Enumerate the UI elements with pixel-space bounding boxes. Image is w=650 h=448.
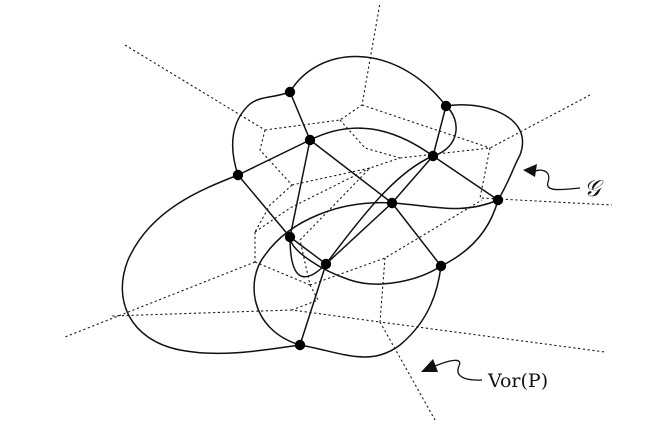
- graph-label-pointer: [532, 169, 581, 191]
- voronoi-label: Vor(P): [487, 370, 548, 392]
- graph-edge: [231, 55, 457, 278]
- voronoi-edge: [299, 167, 371, 241]
- graph-label: 𝒢: [584, 176, 604, 202]
- graph-label-group: 𝒢: [523, 164, 604, 202]
- site-point: [386, 197, 398, 209]
- graph-edge: [253, 201, 393, 346]
- graph-edge: [391, 155, 434, 204]
- site-point: [320, 258, 332, 270]
- voronoi-edge: [124, 44, 266, 131]
- voronoi-edge: [291, 157, 401, 186]
- site-point: [427, 150, 439, 162]
- graph-edge: [299, 263, 327, 346]
- site-point: [304, 134, 316, 146]
- graph-edge: [432, 155, 499, 201]
- site-point: [492, 194, 504, 206]
- site-point: [294, 339, 306, 351]
- site-point: [435, 260, 447, 272]
- graph-edge: [289, 236, 327, 265]
- graph-edge: [289, 91, 311, 141]
- graph-edge: [391, 202, 442, 267]
- site-point: [440, 100, 452, 112]
- site-point: [284, 231, 296, 243]
- voronoi-edge: [254, 167, 371, 233]
- graph-edge: [432, 105, 447, 157]
- graph-edge: [237, 139, 311, 176]
- graph-edge: [391, 199, 499, 210]
- graph-label-arrowhead: [523, 164, 537, 177]
- voronoi-edge: [361, 104, 491, 149]
- site-point: [284, 86, 296, 98]
- voronoi-edge: [111, 309, 293, 317]
- graph-edge: [309, 139, 393, 204]
- voronoi-edge: [254, 184, 293, 233]
- graph-edge: [289, 104, 524, 285]
- voronoi-edge: [64, 261, 256, 338]
- voronoi-diagram: [64, 2, 613, 421]
- voronoi-edge: [339, 119, 401, 159]
- voronoi-edge: [379, 257, 606, 353]
- graph-edge: [121, 174, 301, 355]
- voronoi-label-arrowhead: [421, 359, 438, 372]
- graph-g: [121, 55, 524, 358]
- graph-edge: [309, 127, 434, 157]
- site-point: [232, 169, 244, 181]
- voronoi-label-pointer: [434, 359, 483, 381]
- sites: [232, 86, 504, 351]
- voronoi-edge: [291, 284, 381, 323]
- voronoi-label-group: Vor(P): [421, 359, 548, 392]
- voronoi-edge: [259, 129, 293, 186]
- voronoi-edge: [264, 2, 381, 131]
- graph-edge: [289, 139, 311, 238]
- graph-edge: [299, 265, 442, 358]
- graph-edge: [325, 202, 393, 265]
- voronoi-edge: [309, 199, 483, 286]
- voronoi-edge: [399, 94, 591, 159]
